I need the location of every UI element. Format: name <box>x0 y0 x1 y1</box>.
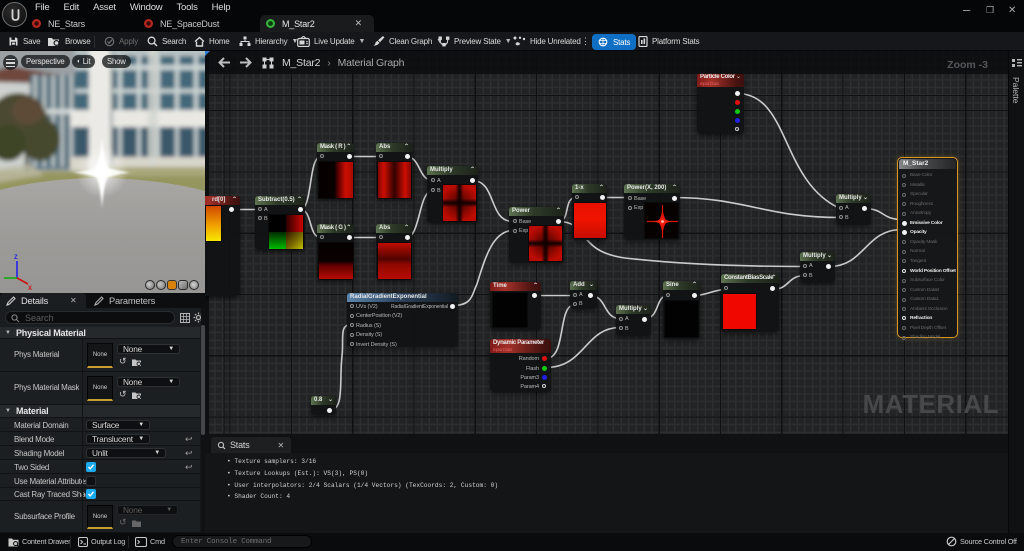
svg-text:X: X <box>28 286 32 292</box>
svg-text:Z: Z <box>14 255 18 261</box>
